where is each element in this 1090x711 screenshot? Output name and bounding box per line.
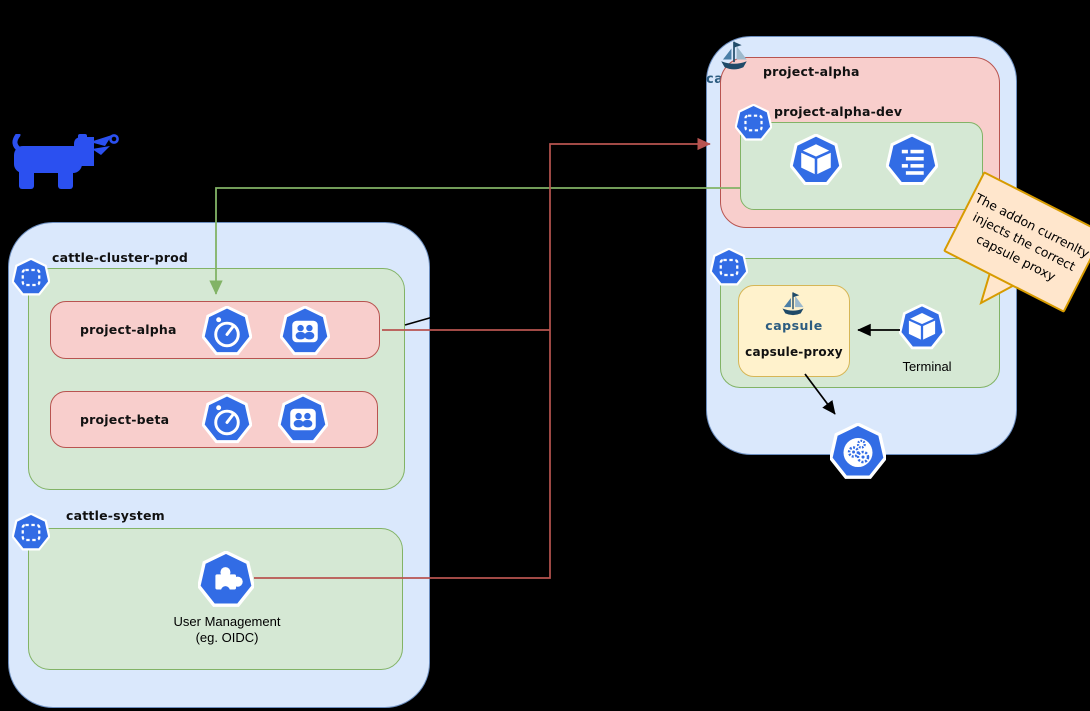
namespace-icon [710,248,748,287]
project-alpha-left-label: project-alpha [80,322,177,337]
namespace-icon [12,513,50,552]
puzzle-addon-icon [198,551,254,609]
capsule-proxy-box [738,285,850,377]
user-management-label: User Management [173,614,281,629]
capsule-boat-icon [716,40,752,74]
left-cattle-system-label: cattle-system [66,508,165,523]
limits-icon [886,134,938,187]
rancher-cow-logo [12,134,119,189]
project-alpha-dev-label: project-alpha-dev [774,104,903,119]
user-management-sublabel: (eg. OIDC) [195,630,259,645]
pod-icon [790,134,842,187]
left-cluster-title: cattle-cluster-prod [52,250,189,265]
gauge-quota-icon [202,394,252,445]
users-rolebinding-icon [280,306,330,357]
capsule-proxy-label: capsule-proxy [745,345,843,359]
project-alpha-right-label: project-alpha [763,64,860,79]
gauge-quota-icon [202,306,252,357]
terminal-label: Terminal [902,359,952,374]
namespace-icon [12,258,50,297]
users-rolebinding-icon [278,394,328,445]
project-beta-label: project-beta [80,412,170,427]
capsule-boat-icon [779,290,807,320]
terminal-pod-icon [899,304,945,351]
namespace-icon [735,104,772,142]
project-alpha-dev-box [740,122,983,210]
capsule-proxy-logo-text: capsule [765,318,823,333]
k8s-control-plane-icon [830,423,886,481]
